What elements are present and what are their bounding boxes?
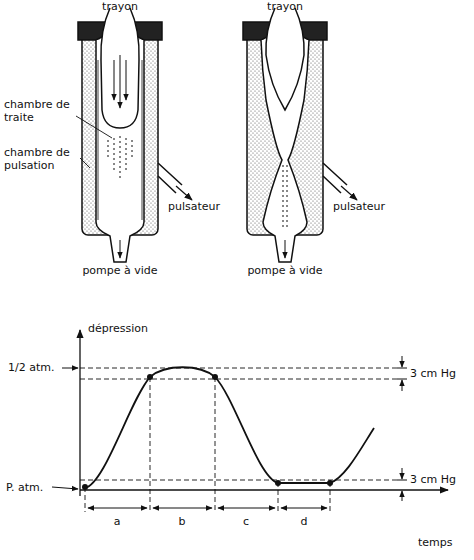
axis-label: temps xyxy=(418,536,453,549)
part-label: pulsateur xyxy=(333,200,385,213)
teat-cup-open xyxy=(78,8,192,262)
dimension-label: 3 cm Hg xyxy=(410,367,456,380)
part-label: chambre de traite xyxy=(4,98,76,124)
phase-label: c xyxy=(243,515,249,528)
level-label: 1/2 atm. xyxy=(8,361,54,374)
phase-label: a xyxy=(114,515,121,528)
level-label: P. atm. xyxy=(6,481,43,494)
leader-lines xyxy=(76,116,112,168)
part-label: chambre de pulsation xyxy=(4,146,80,172)
phase-label: b xyxy=(179,515,186,528)
pressure-graph xyxy=(52,330,448,512)
part-label: pompe à vide xyxy=(247,264,322,277)
dimension-label: 3 cm Hg xyxy=(410,473,456,486)
part-label: trayon xyxy=(267,0,303,13)
phase-label: d xyxy=(301,515,308,528)
part-label: pulsateur xyxy=(168,200,220,213)
axis-label: dépression xyxy=(88,322,148,335)
part-label: trayon xyxy=(102,0,138,13)
part-label: pompe à vide xyxy=(82,264,157,277)
teat-cup-collapsed xyxy=(243,8,357,262)
